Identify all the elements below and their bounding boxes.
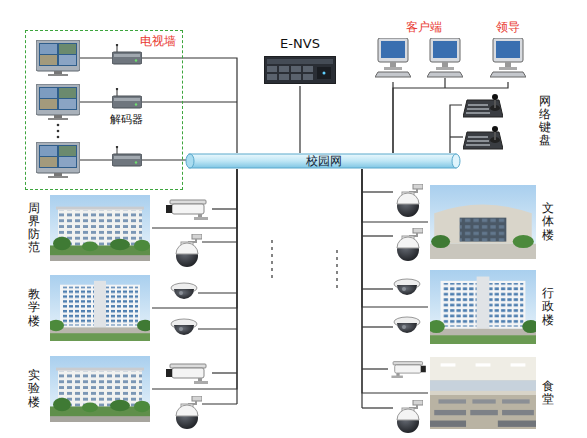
decoder-icon bbox=[112, 146, 142, 166]
vertical-label: 实验楼 bbox=[28, 369, 40, 409]
building-photo bbox=[50, 195, 150, 261]
part-label: 解码器 bbox=[110, 113, 143, 126]
vertical-label: 教学楼 bbox=[28, 288, 40, 328]
client-group: 客户端 bbox=[372, 20, 476, 82]
monitor-icon bbox=[36, 84, 80, 120]
canteen-photo bbox=[430, 357, 536, 429]
keyboard-icon bbox=[463, 126, 503, 149]
wire bbox=[80, 160, 112, 161]
ellipsis-dash bbox=[271, 240, 272, 282]
ptz-camera bbox=[176, 234, 202, 267]
node-label: E-NVS bbox=[280, 36, 320, 52]
network-link bbox=[152, 169, 237, 228]
wire bbox=[362, 368, 388, 369]
wire bbox=[202, 403, 237, 404]
ptz-camera bbox=[176, 396, 202, 429]
building-node: 行政楼 bbox=[428, 268, 558, 346]
network-keyboard-group: 网络键盘 bbox=[462, 90, 557, 152]
network-link bbox=[450, 105, 462, 153]
dome-camera bbox=[171, 283, 197, 299]
wire bbox=[444, 78, 445, 88]
network-link bbox=[362, 169, 428, 307]
ellipsis-dash bbox=[336, 250, 337, 290]
network-link bbox=[393, 82, 508, 153]
wire bbox=[80, 102, 112, 103]
wire bbox=[212, 372, 237, 373]
wire bbox=[142, 159, 186, 160]
wire bbox=[142, 101, 237, 102]
wire bbox=[362, 326, 393, 327]
decoder-icon bbox=[112, 44, 142, 64]
computer-icon bbox=[490, 38, 526, 77]
wire bbox=[362, 288, 393, 289]
node-label: 领导 bbox=[496, 20, 520, 34]
building-node: 文体楼 bbox=[428, 183, 558, 261]
wire bbox=[198, 328, 237, 329]
building-node: 食堂 bbox=[428, 355, 558, 431]
bullet-camera bbox=[166, 200, 208, 220]
wire bbox=[362, 191, 393, 192]
network-link bbox=[299, 86, 300, 153]
decoder-icon bbox=[112, 88, 142, 108]
keyboard-icon bbox=[463, 94, 503, 117]
vertical-label: 文体楼 bbox=[542, 202, 554, 242]
node-label: 客户端 bbox=[406, 20, 442, 34]
ellipsis-dot bbox=[57, 124, 60, 127]
vertical-label: 食堂 bbox=[542, 380, 554, 406]
wire bbox=[212, 208, 237, 209]
wire bbox=[80, 58, 112, 59]
ptz-camera bbox=[397, 400, 423, 433]
dome-camera bbox=[394, 279, 420, 295]
vertical-label: 周界防范 bbox=[28, 202, 40, 255]
building-photo bbox=[50, 356, 150, 422]
wire bbox=[202, 241, 237, 242]
monitor-icon bbox=[36, 142, 80, 178]
building-node: 周界防范 bbox=[28, 193, 152, 263]
wire bbox=[142, 57, 183, 58]
network-link bbox=[152, 169, 237, 389]
network-link bbox=[183, 58, 237, 153]
tv-wall-group: 电视墙 bbox=[25, 30, 183, 190]
ellipsis-dot bbox=[57, 136, 60, 139]
ptz-camera bbox=[397, 184, 423, 217]
ellipsis-dot bbox=[57, 130, 60, 133]
ptz-camera bbox=[397, 228, 423, 261]
building-photo bbox=[430, 185, 536, 259]
computer-icon bbox=[375, 38, 411, 77]
monitor-icon bbox=[36, 40, 80, 76]
building-photo bbox=[48, 275, 153, 341]
wire bbox=[362, 407, 393, 408]
vertical-label: 网络键盘 bbox=[539, 95, 551, 148]
dome-camera bbox=[394, 317, 420, 333]
bullet-camera bbox=[166, 364, 208, 384]
dome-camera bbox=[171, 319, 197, 335]
leader-client: 领导 bbox=[484, 20, 532, 82]
network-link bbox=[362, 169, 428, 393]
building-node: 实验楼 bbox=[28, 353, 152, 425]
building-node: 教学楼 bbox=[28, 273, 152, 343]
wire bbox=[198, 292, 237, 293]
server-icon bbox=[264, 56, 336, 84]
network-link bbox=[362, 169, 428, 222]
node-label: 电视墙 bbox=[140, 34, 176, 48]
vertical-label: 行政楼 bbox=[542, 287, 554, 327]
wire bbox=[362, 235, 393, 236]
server-node: E-NVS bbox=[262, 36, 338, 86]
campus-network-pipe: 校园网 bbox=[185, 153, 462, 169]
bullet-camera bbox=[391, 362, 425, 378]
wire bbox=[450, 136, 463, 137]
building-photo bbox=[428, 270, 539, 344]
node-label: 校园网 bbox=[306, 154, 342, 168]
computer-icon bbox=[427, 38, 463, 77]
